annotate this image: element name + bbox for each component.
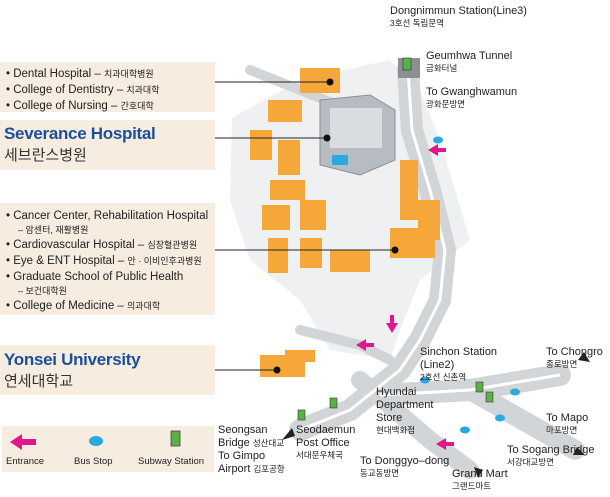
- legend: Entrance Bus Stop Subway Station: [2, 426, 214, 472]
- label-chongro: To Chongro 종로방면: [546, 346, 603, 369]
- yonsei-title: Yonsei University: [4, 350, 141, 369]
- legend-bus-stop-label: Bus Stop: [74, 456, 113, 467]
- label-grandmart: Grand Mart 그랜드마트: [452, 468, 508, 491]
- blue-building: [332, 155, 348, 165]
- list-item: • Graduate School of Public Health: [6, 271, 184, 283]
- list-subitem: – 보건대학원: [18, 286, 67, 296]
- label-sogang: To Sogang Bridge 서강대교방면: [507, 444, 595, 467]
- list-item: • College of Nursing – 간호대학: [6, 100, 154, 112]
- subway-marker: [475, 381, 484, 393]
- entrance-arrow: [386, 315, 398, 333]
- label-hyundai: Hyundai Department Store 현대백화점: [376, 386, 434, 435]
- entrance-arrows: [356, 144, 454, 450]
- severance-title-ko: 세브란스병원: [4, 147, 87, 164]
- building: [278, 140, 300, 175]
- road-arrow: [282, 428, 295, 440]
- panel-severance: Severance Hospital 세브란스병원: [0, 120, 215, 170]
- panel-hospitals: • Cancer Center, Rehabilitation Hospital…: [0, 203, 215, 315]
- bus-stop: [420, 376, 430, 384]
- building: [268, 100, 302, 122]
- subway-marker: [402, 57, 412, 71]
- yonsei-title-ko: 연세대학교: [4, 373, 74, 390]
- list-item: • Dental Hospital – 치과대학병원: [6, 68, 154, 80]
- building: [330, 250, 370, 272]
- label-donggyo: To Donggyo–dong 동교동방면: [360, 455, 450, 478]
- list-subitem: – 암센터, 재활병원: [18, 225, 89, 235]
- panel-yonsei: Yonsei University 연세대학교: [0, 345, 215, 395]
- subway-markers: [297, 57, 494, 421]
- road-arrows: [282, 352, 590, 478]
- list-item: • College of Dentistry – 치과대학: [6, 84, 160, 96]
- label-seongsan: Seongsan Bridge 성산대교 To Gimpo Airport 김포…: [218, 424, 285, 475]
- bus-stop: [495, 414, 505, 422]
- panel-dental: • Dental Hospital – 치과대학병원 • College of …: [0, 62, 215, 112]
- road-arrow: [474, 467, 483, 478]
- building: [400, 160, 418, 220]
- entrance-arrow: [428, 144, 446, 156]
- severance-title: Severance Hospital: [4, 124, 156, 143]
- list-item: • Cancer Center, Rehabilitation Hospital: [6, 210, 209, 222]
- bus-stop: [510, 388, 520, 396]
- building: [250, 130, 272, 160]
- subway-marker: [297, 409, 306, 421]
- building: [300, 68, 340, 93]
- label-dongnimmun: Dongnimmun Station(Line3) 3호선 독립문역: [390, 5, 527, 28]
- label-geumhwa: Geumhwa Tunnel 금화터널: [426, 50, 513, 73]
- label-sinchon: Sinchon Station (Line2) 2호선 신촌역: [420, 346, 498, 382]
- inner-roads: [299, 69, 561, 432]
- building: [262, 205, 290, 230]
- label-seodaemun: Seodaemun Post Office 서대문우체국: [296, 424, 356, 460]
- subway-legend-icon: [170, 430, 181, 447]
- bus-stop: [433, 136, 443, 144]
- bus-stops: [420, 136, 520, 434]
- leader-lines: [215, 81, 393, 371]
- list-item: • Eye & ENT Hospital – 안 · 이비인후과병원: [6, 255, 202, 267]
- label-gwanghwamun: To Gwanghwamun 광화문방면: [426, 86, 518, 109]
- building: [268, 238, 288, 273]
- entrance-arrow: [436, 438, 454, 450]
- building: [270, 180, 305, 200]
- road-arrow: [573, 447, 585, 455]
- building: [285, 350, 315, 362]
- legend-entrance-label: Entrance: [6, 456, 45, 467]
- bus-stop-legend-icon: [89, 436, 103, 446]
- list-item: • College of Medicine – 의과대학: [6, 300, 161, 312]
- severance-hospital-roof: [330, 108, 382, 148]
- leader-dots: [273, 78, 399, 374]
- building: [300, 200, 326, 230]
- subway-marker: [485, 391, 494, 403]
- building: [300, 238, 322, 268]
- entrance-arrow: [356, 339, 374, 351]
- subway-marker: [329, 397, 338, 409]
- buildings: [250, 68, 440, 377]
- label-mapo: To Mapo 마포방면: [546, 412, 589, 435]
- building: [418, 200, 440, 240]
- legend-subway-label: Subway Station: [138, 456, 205, 467]
- bus-stop: [460, 426, 470, 434]
- entrance-legend-icon: [10, 434, 36, 450]
- list-item: • Cardiovascular Hospital – 심장혈관병원: [6, 239, 198, 251]
- road-arrow: [578, 352, 590, 362]
